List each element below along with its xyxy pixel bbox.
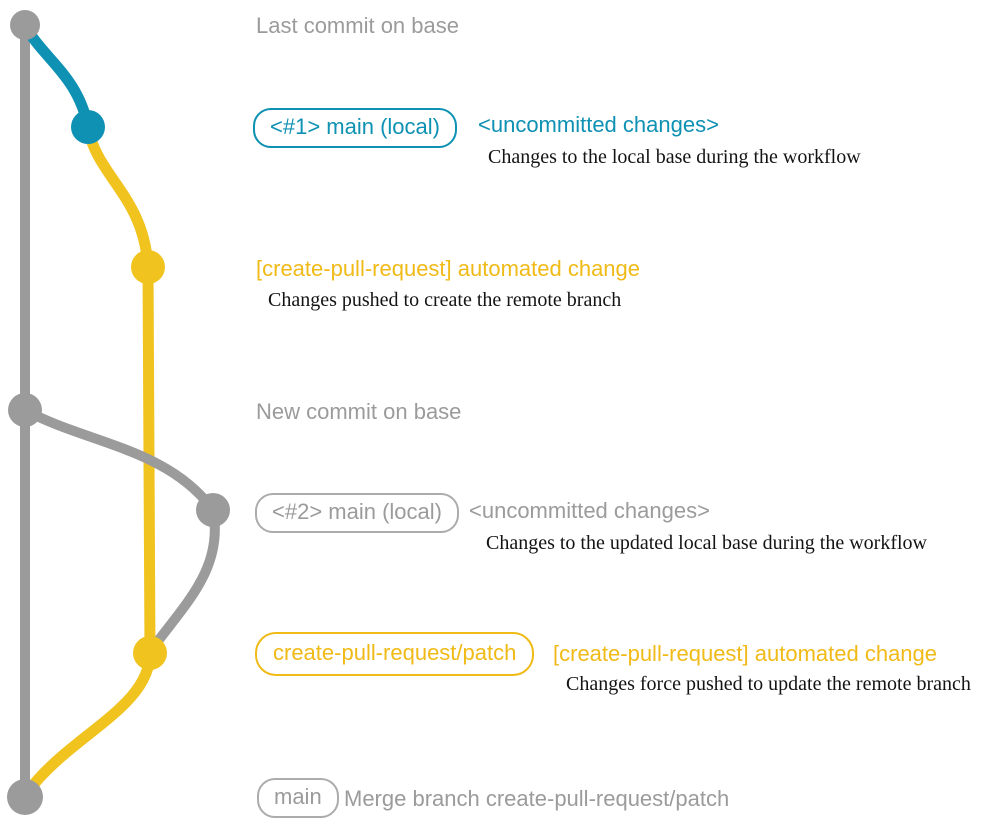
- commit-node-last-commit-on-base: [10, 10, 40, 40]
- label-new-commit-on-base: New commit on base: [256, 399, 462, 424]
- commit-node-local-commit-1: [71, 110, 105, 144]
- branch-badge-main: main: [257, 778, 339, 818]
- commit-node-new-commit-on-base: [8, 393, 42, 427]
- commit-node-merge-commit: [7, 779, 43, 815]
- updated-local-main-line-out: [20, 405, 218, 515]
- note-updated-local-base-changes: Changes to the updated local base during…: [486, 532, 927, 554]
- note-pushed-to-create-remote-branch: Changes pushed to create the remote bran…: [268, 289, 622, 311]
- branch-badge-main-local-1: <#1> main (local): [253, 108, 457, 148]
- updated-local-main-line-in: [147, 505, 220, 654]
- commit-message-automated-change-2: [create-pull-request] automated change: [553, 641, 938, 666]
- local-main-branch-line: [19, 19, 94, 133]
- branch-badge-create-pull-request-patch: create-pull-request/patch: [255, 632, 535, 676]
- commit-node-local-commit-2: [196, 493, 230, 527]
- patch-branch-line: [21, 121, 156, 799]
- note-local-base-changes: Changes to the local base during the wor…: [488, 146, 861, 168]
- commit-message-merge-branch: Merge branch create-pull-request/patch: [344, 786, 730, 811]
- status-uncommitted-changes-2: <uncommitted changes>: [469, 498, 710, 523]
- note-force-pushed-to-update-remote-branch: Changes force pushed to update the remot…: [566, 673, 971, 695]
- status-uncommitted-changes-1: <uncommitted changes>: [478, 112, 719, 137]
- label-last-commit-on-base: Last commit on base: [256, 13, 459, 38]
- commit-message-automated-change-1: [create-pull-request] automated change: [256, 256, 641, 281]
- commit-node-patch-commit-2: [133, 636, 167, 670]
- branch-badge-main-local-2: <#2> main (local): [255, 493, 459, 533]
- commit-node-patch-commit-1: [131, 250, 165, 284]
